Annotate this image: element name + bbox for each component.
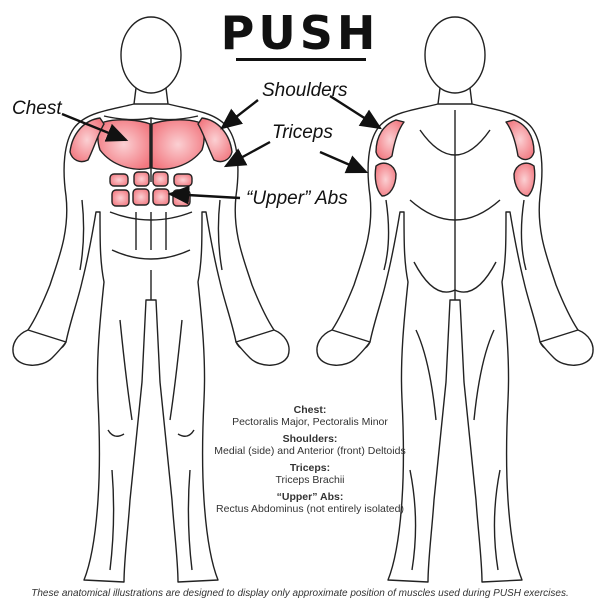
muscle-legend: Chest: Pectoralis Major, Pectoralis Mino… <box>160 404 460 520</box>
legend-term: Triceps: <box>289 462 331 474</box>
front-head <box>120 16 182 94</box>
arrow-shoulders-front <box>220 99 259 130</box>
legend-term: Shoulders: <box>282 433 338 445</box>
legend-desc: Rectus Abdominus (not entirely isolated) <box>216 503 404 515</box>
legend-term: Chest: <box>293 404 327 416</box>
page-title: PUSH <box>220 6 380 60</box>
back-left-deltoid <box>375 119 405 161</box>
label-shoulders: Shoulders <box>262 80 348 101</box>
label-triceps: Triceps <box>272 122 333 143</box>
title-underline <box>236 58 366 61</box>
arrow-chest <box>61 112 129 142</box>
legend-desc: Triceps Brachii <box>275 474 345 486</box>
arrow-upper-abs <box>167 185 241 205</box>
legend-desc: Medial (side) and Anterior (front) Delto… <box>214 445 406 457</box>
footer-note: These anatomical illustrations are desig… <box>31 588 569 599</box>
back-right-hand <box>539 329 594 366</box>
pointer-arrows <box>61 94 383 205</box>
arrow-shoulders-back <box>329 94 383 130</box>
legend-desc: Pectoralis Major, Pectoralis Minor <box>232 416 388 428</box>
back-right-deltoid <box>505 119 535 161</box>
label-upper-abs: “Upper” Abs <box>246 188 348 209</box>
back-left-hand <box>316 329 371 366</box>
front-left-hand <box>12 329 67 366</box>
legend-term: “Upper” Abs: <box>276 491 344 503</box>
back-right-triceps <box>513 162 536 197</box>
arrow-triceps-front <box>223 140 271 168</box>
front-right-hand <box>235 329 290 366</box>
arrow-triceps-back <box>319 150 369 174</box>
back-head <box>424 16 486 94</box>
label-chest: Chest <box>12 98 62 119</box>
front-figure <box>12 16 290 583</box>
back-left-triceps <box>374 162 397 197</box>
back-figure <box>316 16 594 583</box>
